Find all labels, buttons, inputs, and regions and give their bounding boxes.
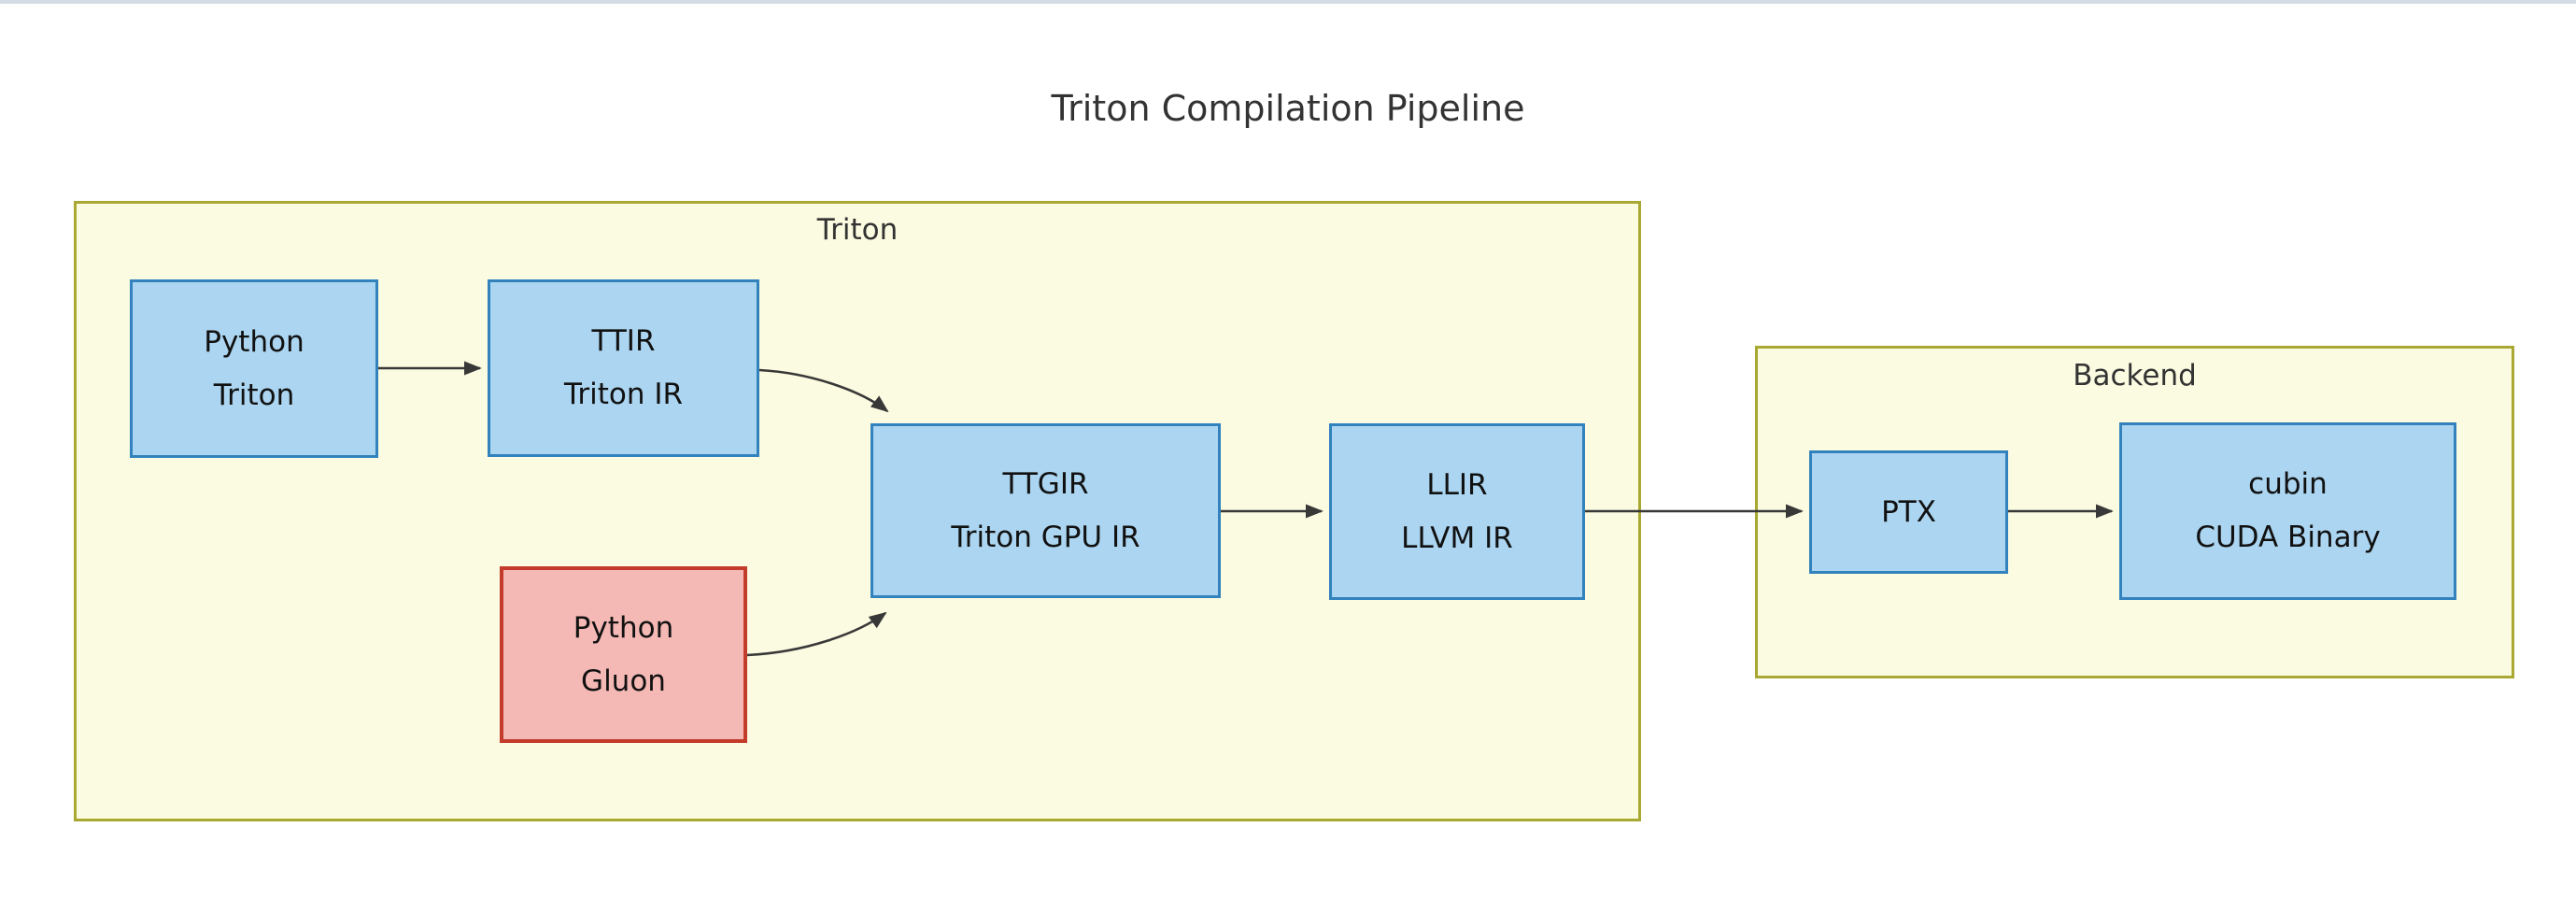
node-label-line: Triton GPU IR [951,520,1140,554]
node-llir: LLIR LLVM IR [1329,423,1585,600]
node-ptx: PTX [1809,450,2008,574]
node-label-line: LLIR [1426,467,1488,502]
cluster-triton-label: Triton [816,213,899,247]
node-ttir: TTIR Triton IR [488,279,759,457]
node-python-gluon: Python Gluon [500,566,747,743]
node-label-line: TTIR [591,324,656,358]
node-ttgir: TTGIR Triton GPU IR [870,423,1221,598]
node-label-line: CUDA Binary [2195,521,2381,554]
node-label-line: PTX [1881,494,1936,529]
diagram-title: Triton Compilation Pipeline [1051,88,1525,129]
node-python-triton: Python Triton [130,279,378,458]
node-label-line: Triton IR [563,378,684,411]
top-strip [0,0,2576,4]
node-label-line: cubin [2248,467,2328,501]
node-label-line: Python [573,610,674,645]
node-label-line: Gluon [581,664,666,698]
node-label-line: TTGIR [1002,466,1089,501]
cluster-backend-label: Backend [2073,359,2197,392]
node-label-line: Triton [213,378,295,412]
node-label-line: Python [204,324,304,359]
node-cubin: cubin CUDA Binary [2119,422,2456,600]
node-label-line: LLVM IR [1401,521,1513,555]
